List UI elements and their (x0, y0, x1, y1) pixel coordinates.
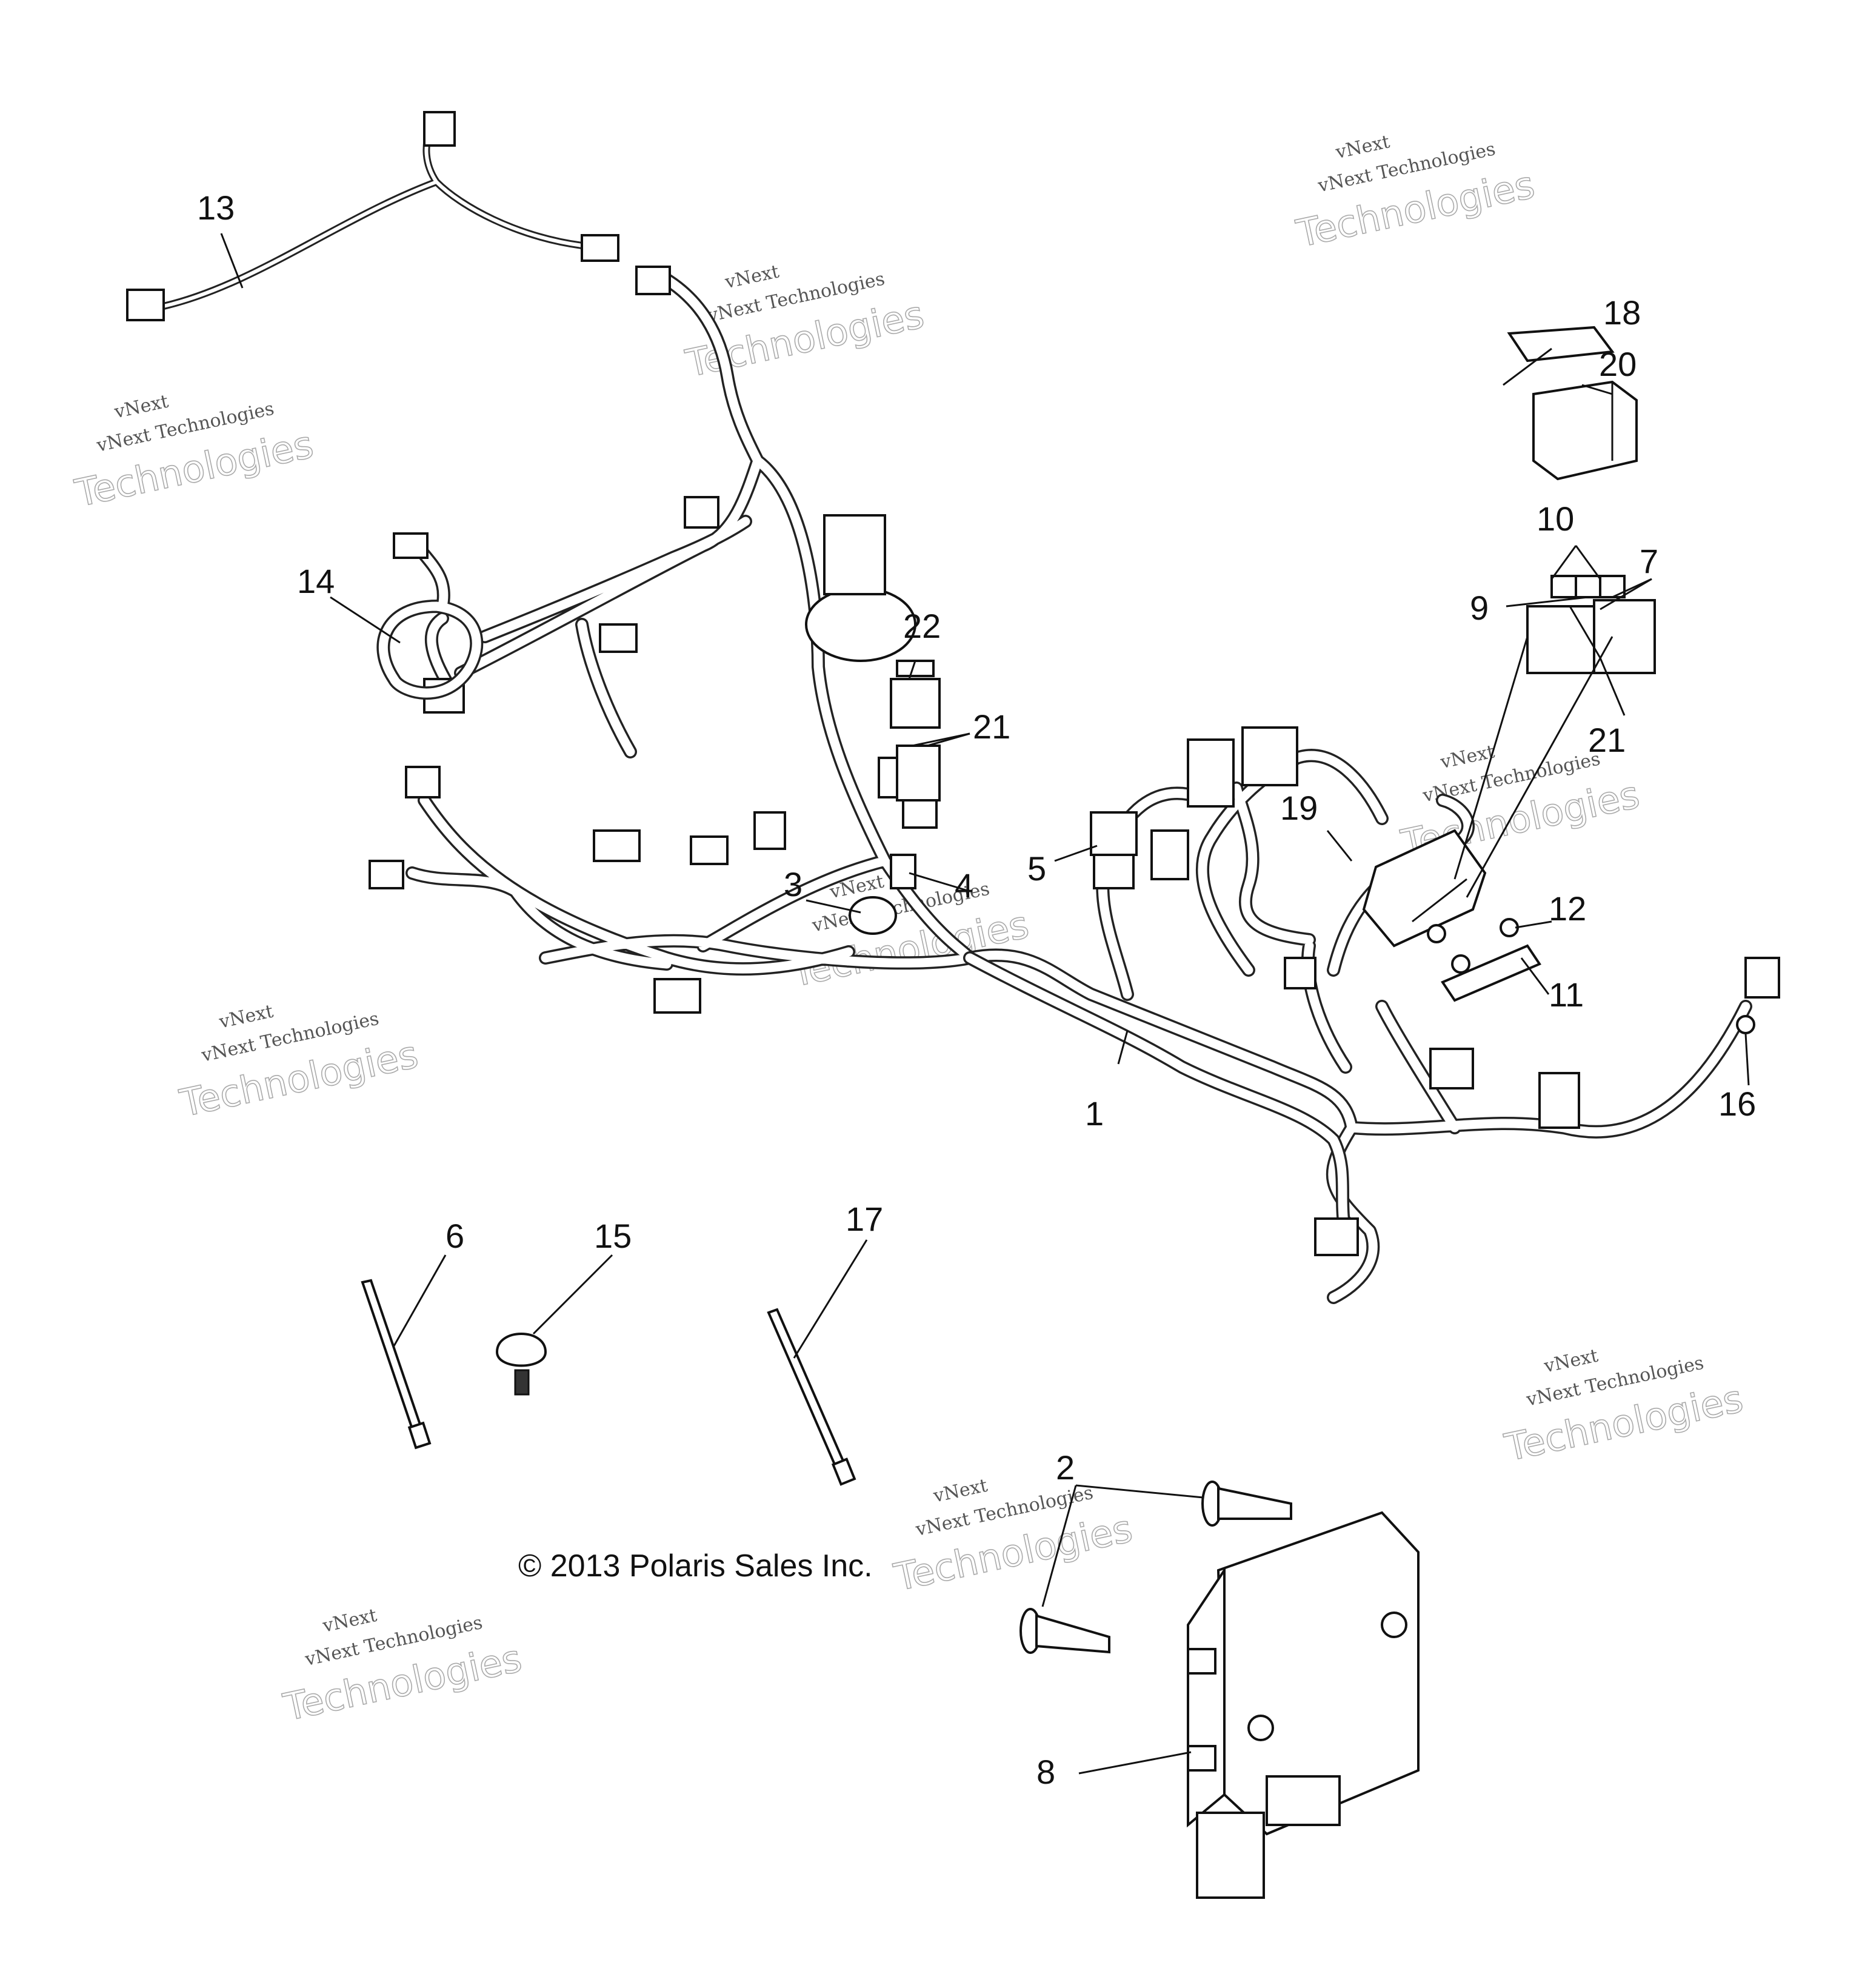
callout-11: 11 (1549, 976, 1584, 1014)
connector (635, 266, 671, 295)
leader-lines (220, 233, 1750, 1775)
part-2-push-rivet-upper (1201, 1481, 1292, 1527)
connector (684, 496, 719, 529)
watermark-line1: vNext (722, 261, 781, 293)
watermark-bottom-right: vNext vNext Technologies Technologies (1500, 1345, 1747, 1471)
part-4-connector (890, 854, 916, 889)
callout-15: 15 (594, 1217, 632, 1255)
part-15-clip (495, 1333, 547, 1396)
part-18-fuse-label (1507, 326, 1615, 363)
callout-8: 8 (1036, 1753, 1055, 1791)
watermark-bottom-left: vNext vNext Technologies Technologies (279, 1605, 526, 1730)
connector (753, 811, 786, 850)
callout-16: 16 (1718, 1085, 1756, 1123)
connector (593, 829, 641, 862)
connector (423, 111, 456, 147)
callout-6: 6 (445, 1217, 464, 1255)
callout-7: 7 (1640, 542, 1658, 580)
callout-17: 17 (846, 1200, 883, 1238)
part-14-harness-loop (376, 532, 484, 700)
part-22-fuse-holder (890, 660, 941, 729)
callout-labels: 13 14 3 4 5 1 19 12 11 16 18 20 10 7 9 2… (197, 189, 1756, 1791)
part-12-screws (1427, 918, 1519, 974)
connector (581, 234, 619, 262)
connector (1314, 1217, 1359, 1256)
callout-5: 5 (1027, 849, 1046, 888)
connector (1284, 957, 1316, 989)
callout-22: 22 (903, 607, 941, 645)
watermark-mid-left: vNext vNext Technologies Technologies (175, 1001, 422, 1126)
fuse (1550, 575, 1577, 598)
copyright-notice: © 2013 Polaris Sales Inc. (518, 1548, 873, 1584)
watermark-line1: vNext (1542, 1345, 1600, 1377)
part-3-grommet (849, 896, 897, 935)
part-13-sub-harness (126, 111, 619, 321)
callout-10: 10 (1537, 500, 1574, 538)
connector (690, 835, 729, 865)
watermark-top-right: vNext vNext Technologies Technologies (1292, 131, 1538, 256)
part-8-ecu (1187, 1511, 1420, 1899)
connector (599, 623, 638, 653)
connector (369, 860, 404, 889)
connector (1538, 1072, 1580, 1129)
part-5-relay-connector (1090, 811, 1138, 889)
watermark-line1: vNext (1333, 131, 1392, 163)
watermark-top-left: vNext vNext Technologies Technologies (71, 391, 318, 517)
callout-14: 14 (297, 562, 335, 600)
watermark-line1: vNext (217, 1001, 275, 1033)
callout-19: 19 (1280, 789, 1318, 827)
callout-1: 1 (1085, 1094, 1104, 1133)
bulkhead-connector (823, 514, 886, 595)
callout-20: 20 (1599, 345, 1637, 383)
part-17-cable-tie (767, 1308, 856, 1486)
part-2-push-rivet-lower (1019, 1608, 1110, 1654)
connector (126, 289, 165, 321)
connector (405, 766, 441, 798)
callout-3: 3 (784, 865, 803, 903)
callout-21-left: 21 (973, 708, 1010, 746)
connector (1429, 1048, 1474, 1089)
fuse (1575, 575, 1601, 598)
connector (653, 978, 701, 1014)
watermark-line1: vNext (112, 391, 170, 423)
part-21-relay-left (896, 745, 941, 802)
connector (1744, 957, 1780, 999)
callout-2: 2 (1056, 1448, 1075, 1487)
part-16-clip (1736, 1015, 1755, 1034)
callout-9: 9 (1470, 589, 1489, 627)
grommet (805, 587, 916, 662)
callout-21-right: 21 (1588, 721, 1626, 759)
part-20-cover (1532, 380, 1638, 481)
connector (393, 532, 429, 559)
connector (1241, 726, 1298, 786)
watermark-line1: vNext (321, 1605, 379, 1637)
part-6-cable-tie (361, 1279, 432, 1450)
fuse-box (1526, 575, 1656, 674)
callout-4: 4 (955, 866, 973, 905)
watermark-bottom-center: vNext vNext Technologies Technologies (890, 1475, 1136, 1601)
connector (1150, 829, 1189, 880)
part-19-module (1362, 829, 1487, 948)
callout-13: 13 (197, 189, 235, 227)
watermark-line1: vNext (931, 1475, 989, 1507)
connector (1187, 738, 1235, 808)
callout-12: 12 (1549, 889, 1586, 928)
callout-18: 18 (1603, 293, 1641, 332)
part-11-bracket (1441, 944, 1541, 1002)
